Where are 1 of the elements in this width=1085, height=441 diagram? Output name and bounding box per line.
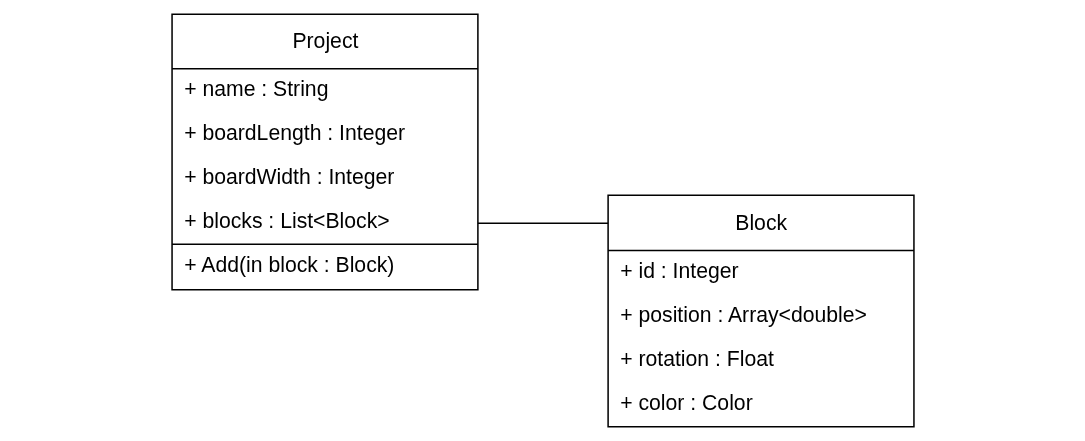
connector	[476, 222, 609, 224]
